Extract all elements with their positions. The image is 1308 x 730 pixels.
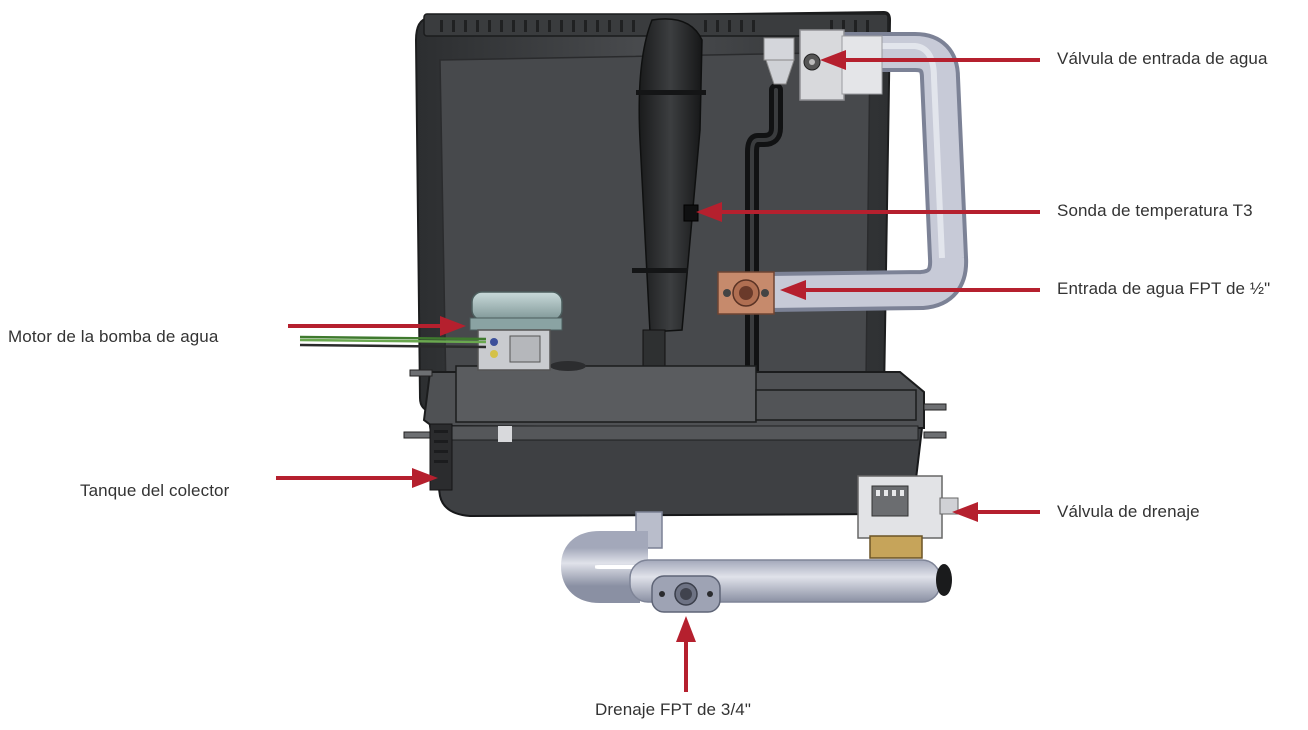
motor-wires [299,335,487,349]
water-inlet-fitting [717,271,775,315]
water-pump-motor [469,291,563,371]
arrow-sonda-temperatura [696,202,1040,222]
collector-tank [428,423,924,518]
water-feed-tube [745,83,783,402]
top-rim-ribs [440,20,869,32]
arrow-valvula-drenaje [952,502,1040,522]
arrow-tanque-colector [276,468,438,488]
label-valvula-entrada: Válvula de entrada de agua [1057,49,1268,68]
arrow-motor-bomba [288,316,466,336]
arrow-drenaje [676,616,696,692]
drain-valve [857,475,959,559]
label-sonda-temperatura: Sonda de temperatura T3 [1057,201,1253,220]
arrow-valvula-entrada [820,50,1040,70]
inlet-pipe [769,31,969,312]
label-drenaje: Drenaje FPT de 3/4" [595,700,751,719]
label-motor-bomba: Motor de la bomba de agua [8,327,219,346]
label-entrada-agua: Entrada de agua FPT de ½" [1057,279,1271,298]
drain-pipe [560,511,952,613]
water-inlet-valve [763,29,883,101]
label-tanque-colector: Tanque del colector [80,481,230,500]
reservoir-tray [403,361,947,439]
arrow-entrada-agua [780,280,1040,300]
label-valvula-drenaje: Válvula de drenaje [1057,502,1200,521]
standpipe [632,18,706,376]
callout-arrows [276,50,1040,692]
temperature-probe-t3 [683,204,699,222]
